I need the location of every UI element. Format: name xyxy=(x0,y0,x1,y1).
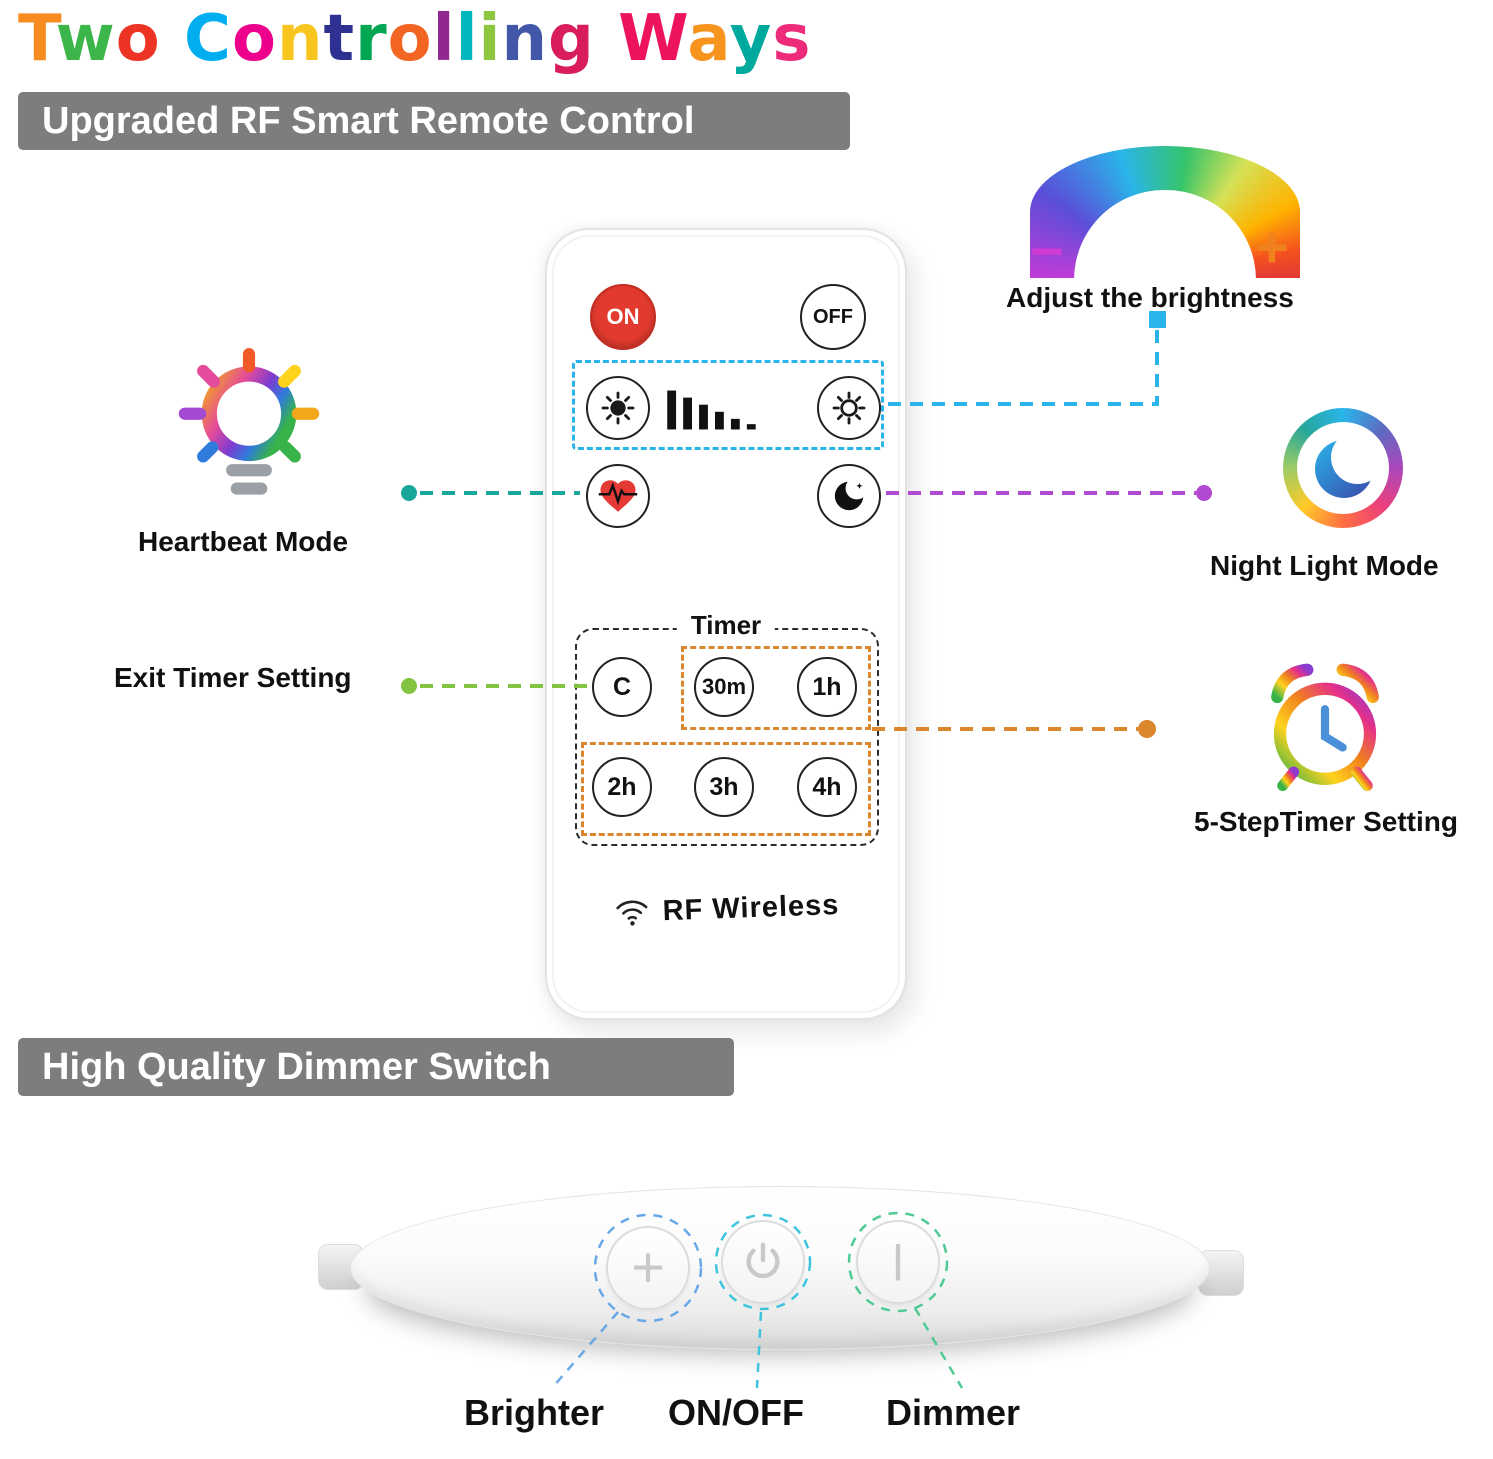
title-letter: g xyxy=(548,2,595,76)
title-letter: o xyxy=(115,2,161,76)
dimmer-label: Dimmer xyxy=(886,1392,1021,1433)
title-letter: l xyxy=(455,2,479,76)
title-letter: w xyxy=(55,2,116,76)
onoff-label: ON/OFF xyxy=(668,1392,804,1433)
brightness-connector xyxy=(886,311,1166,406)
off-button[interactable]: OFF xyxy=(800,284,866,350)
title-letter xyxy=(595,2,618,76)
timer-2h-button[interactable]: 2h xyxy=(592,757,652,817)
title-letter: o xyxy=(387,2,433,76)
minus-sign: − xyxy=(1030,219,1064,284)
alarm-clock-icon xyxy=(1250,652,1400,807)
sun-bright-icon xyxy=(832,391,866,425)
timer-presets-outline-top xyxy=(681,646,871,730)
timer-setting-connector xyxy=(872,720,1156,738)
title-letter: s xyxy=(772,2,812,76)
timer-1h-button[interactable]: 1h xyxy=(797,657,857,717)
title-letter: n xyxy=(501,2,548,76)
brighter-label: Brighter xyxy=(464,1392,605,1433)
heartbeat-mode-label: Heartbeat Mode xyxy=(138,526,349,557)
night-mode-button[interactable] xyxy=(817,464,881,528)
title-letter: t xyxy=(323,2,356,76)
moon-cutout xyxy=(1331,431,1384,484)
brand-text: RF Wireless xyxy=(662,888,840,927)
moon-star-icon xyxy=(834,481,864,511)
night-light-icon xyxy=(1283,408,1403,528)
heartbeat-icon xyxy=(598,480,638,512)
section-banner-remote: Upgraded RF Smart Remote Control xyxy=(18,92,850,150)
title-letter: W xyxy=(618,2,688,76)
brightness-gradient-arc xyxy=(1030,146,1300,280)
rainbow-bulb-icon xyxy=(165,345,333,518)
timer-section-label: Timer xyxy=(676,610,776,641)
timer-4h-button[interactable]: 4h xyxy=(797,757,857,817)
timer-setting-label: 5-StepTimer Setting xyxy=(1194,806,1458,837)
timer-cancel-button[interactable]: C xyxy=(592,657,652,717)
title-letter: T xyxy=(18,2,56,76)
bar-glyph: I xyxy=(891,1232,905,1292)
brand-row: RF Wireless xyxy=(546,884,905,934)
exit-timer-label: Exit Timer Setting xyxy=(114,662,352,693)
title-letter: i xyxy=(478,2,502,76)
power-icon xyxy=(746,1242,780,1279)
on-button[interactable]: ON xyxy=(590,284,656,350)
brightness-group-outline xyxy=(572,360,884,450)
title-letter: r xyxy=(355,2,388,76)
plus-glyph: + xyxy=(631,1235,665,1300)
adjust-brightness-label: Adjust the brightness xyxy=(1006,282,1294,313)
title-letter: C xyxy=(184,2,232,76)
title-letter: y xyxy=(729,2,773,76)
page-title: Two Controlling Ways xyxy=(18,2,811,76)
section-banner-dimmer: High Quality Dimmer Switch xyxy=(18,1038,734,1096)
title-letter: o xyxy=(231,2,277,76)
night-light-label: Night Light Mode xyxy=(1210,550,1439,581)
signal-bars-icon xyxy=(662,388,768,432)
timer-30m-button[interactable]: 30m xyxy=(694,657,754,717)
dimmer-dimmer-button[interactable]: I xyxy=(856,1220,940,1304)
brightness-down-button[interactable] xyxy=(586,376,650,440)
remote-control: ON OFF xyxy=(545,228,907,1020)
plus-sign: + xyxy=(1255,215,1289,280)
title-letter: l xyxy=(432,2,456,76)
dimmer-power-button[interactable] xyxy=(721,1220,805,1304)
title-letter: a xyxy=(687,2,730,76)
heartbeat-button[interactable] xyxy=(586,464,650,528)
sun-dim-icon xyxy=(601,391,635,425)
title-letter: n xyxy=(276,2,324,76)
dimmer-brighter-button[interactable]: + xyxy=(606,1226,690,1310)
timer-presets-outline-bottom xyxy=(581,742,871,836)
title-letter xyxy=(161,2,184,76)
brightness-up-button[interactable] xyxy=(817,376,881,440)
timer-3h-button[interactable]: 3h xyxy=(694,757,754,817)
night-mode-connector xyxy=(886,485,1212,501)
wifi-icon xyxy=(616,900,648,926)
